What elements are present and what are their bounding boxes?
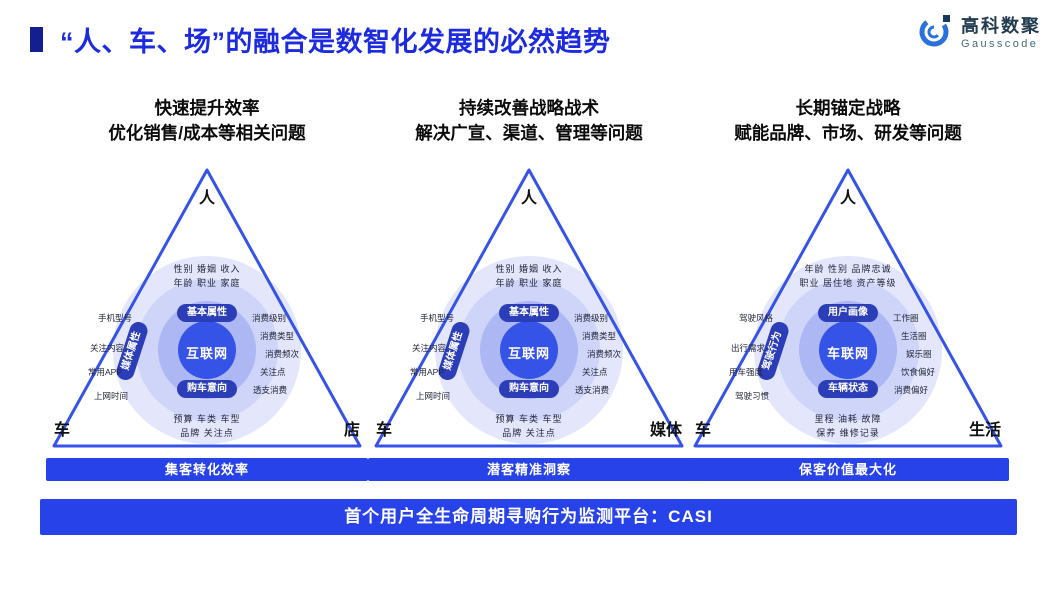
corner-label-scene: 媒体 [649, 422, 682, 439]
triangle-rings-graphic [52, 168, 362, 448]
attribute-row: 里程 油耗 故障 [814, 414, 882, 424]
attribute-row: 性别 婚姻 收入 [173, 264, 241, 274]
triangle-diagram: 人 车 店 性别 婚姻 收入 年龄 职业 家庭 基本属性 媒体属性 互联网 购车… [46, 162, 368, 454]
dimension-pill-top: 用户画像 [818, 304, 878, 322]
left-attribute: 驾驶风格 [738, 313, 773, 323]
stage-result-bar: 保客价值最大化 [687, 458, 1009, 481]
right-attribute: 工作圈 [893, 313, 919, 323]
stage-column-2: 持续改善战略战术 解决广宣、渠道、管理等问题 人 车 媒体 性别 婚姻 收入 年… [368, 96, 690, 481]
left-attribute: 用车强度 [728, 367, 763, 377]
gausscode-logo: 高科数聚 Gausscode [915, 12, 1041, 55]
corner-label-scene: 店 [343, 422, 360, 439]
right-attribute: 消费频次 [265, 349, 300, 359]
attribute-row: 年龄 性别 品牌忠诚 [804, 264, 892, 274]
dimension-pill-top: 基本属性 [499, 304, 559, 322]
heading-line-2: 赋能品牌、市场、研发等问题 [734, 123, 962, 143]
column-heading: 长期锚定战略 赋能品牌、市场、研发等问题 [687, 96, 1009, 146]
triangle-rings-graphic [374, 168, 684, 448]
corner-label-car: 车 [695, 422, 712, 439]
heading-line-1: 持续改善战略战术 [459, 98, 599, 118]
corner-label-people: 人 [839, 190, 856, 207]
left-attribute: 常用APP [409, 367, 444, 377]
right-attribute: 关注点 [582, 367, 608, 377]
attribute-row: 预算 车类 车型 [495, 414, 563, 424]
network-center-label: 互联网 [507, 346, 550, 361]
left-attribute: 常用APP [87, 367, 122, 377]
attribute-row: 职业 居住地 资产等级 [799, 278, 897, 288]
network-center-label: 车联网 [826, 346, 869, 361]
right-attribute: 饮食偏好 [901, 367, 936, 377]
triangle-diagram: 人 车 媒体 性别 婚姻 收入 年龄 职业 家庭 基本属性 媒体属性 互联网 购… [368, 162, 690, 454]
left-attribute: 手机型号 [97, 313, 132, 323]
logo-text: 高科数聚 Gausscode [961, 16, 1041, 51]
logo-company-subname: Gausscode [961, 37, 1039, 50]
left-attribute: 出行需求 [730, 343, 765, 353]
left-attribute: 关注内容 [411, 343, 446, 353]
dimension-pill-bottom: 购车意向 [499, 380, 559, 398]
page-title: “人、车、场”的融合是数智化发展的必然趋势 [60, 27, 611, 57]
corner-label-scene: 生活 [968, 422, 1001, 439]
right-attribute: 消费级别 [252, 313, 287, 323]
stage-column-1: 快速提升效率 优化销售/成本等相关问题 人 车 店 性别 婚姻 收入 年龄 职业… [46, 96, 368, 481]
dimension-pill-bottom: 车辆状态 [818, 380, 878, 398]
heading-line-2: 优化销售/成本等相关问题 [108, 123, 306, 143]
column-heading: 快速提升效率 优化销售/成本等相关问题 [46, 96, 368, 146]
logo-icon [915, 12, 953, 55]
triangle-diagram: 人 车 生活 年龄 性别 品牌忠诚 职业 居住地 资产等级 用户画像 驾驶行为 … [687, 162, 1009, 454]
right-attribute: 消费偏好 [894, 385, 929, 395]
triangle-rings-graphic [693, 168, 1003, 448]
title-bullet-square [30, 27, 43, 52]
dimension-pill-top: 基本属性 [177, 304, 237, 322]
corner-label-people: 人 [520, 190, 537, 207]
attribute-row: 预算 车类 车型 [173, 414, 241, 424]
corner-label-car: 车 [54, 422, 71, 439]
attribute-row: 保养 维修记录 [816, 428, 880, 438]
platform-banner: 首个用户全生命周期寻购行为监测平台：CASI [40, 499, 1017, 535]
right-attribute: 透支消费 [575, 385, 610, 395]
right-attribute: 消费级别 [574, 313, 609, 323]
right-attribute: 消费类型 [260, 331, 295, 341]
left-attribute: 上网时间 [93, 391, 128, 401]
title-bar: “人、车、场”的融合是数智化发展的必然趋势 [30, 20, 611, 59]
left-attribute: 关注内容 [89, 343, 124, 353]
right-attribute: 消费类型 [582, 331, 617, 341]
left-attribute: 驾驶习惯 [734, 391, 769, 401]
dimension-pill-bottom: 购车意向 [177, 380, 237, 398]
heading-line-1: 长期锚定战略 [795, 98, 901, 118]
attribute-row: 品牌 关注点 [502, 428, 556, 438]
right-attribute: 娱乐圈 [906, 349, 932, 359]
corner-label-people: 人 [198, 190, 215, 207]
logo-company-name: 高科数聚 [961, 16, 1041, 37]
attribute-row: 性别 婚姻 收入 [495, 264, 563, 274]
heading-line-1: 快速提升效率 [154, 98, 260, 118]
right-attribute: 透支消费 [253, 385, 288, 395]
stage-column-3: 长期锚定战略 赋能品牌、市场、研发等问题 人 车 生活 年龄 性别 品牌忠诚 职… [687, 96, 1009, 481]
heading-line-2: 解决广宣、渠道、管理等问题 [415, 123, 643, 143]
column-heading: 持续改善战略战术 解决广宣、渠道、管理等问题 [368, 96, 690, 146]
stage-result-bar: 集客转化效率 [46, 458, 368, 481]
right-attribute: 消费频次 [587, 349, 622, 359]
attribute-row: 年龄 职业 家庭 [173, 278, 241, 288]
right-attribute: 关注点 [260, 367, 286, 377]
attribute-row: 年龄 职业 家庭 [495, 278, 563, 288]
network-center-label: 互联网 [185, 346, 228, 361]
right-attribute: 生活圈 [901, 331, 927, 341]
stage-result-bar: 潜客精准洞察 [368, 458, 690, 481]
left-attribute: 上网时间 [415, 391, 450, 401]
left-attribute: 手机型号 [419, 313, 454, 323]
corner-label-car: 车 [376, 422, 393, 439]
attribute-row: 品牌 关注点 [180, 428, 234, 438]
